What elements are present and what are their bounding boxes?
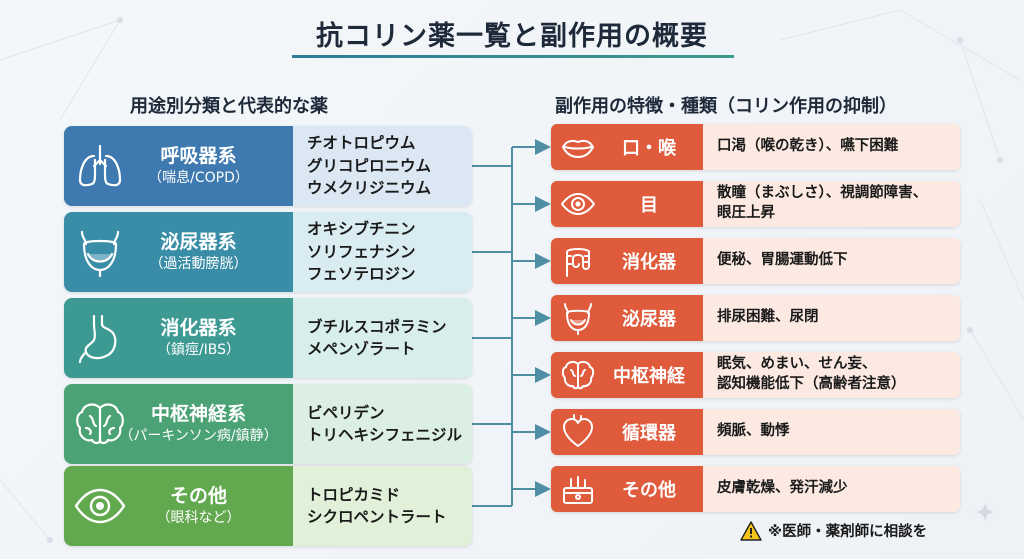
category-label: 中枢神経系 （パーキンソン病/鎮静） [64,384,293,464]
side-effect-category: 消化器 [551,238,703,284]
drug-list: チオトロピウム グリコピロニウム ウメクリジニウム [293,126,472,206]
side-effect-name: 目 [640,195,658,216]
drug-list: ビペリデン トリヘキシフェニジル [293,384,472,464]
side-effect-category: 口・喉 [551,124,703,170]
warning-icon [740,520,762,541]
side-effect-text: 排尿困難、尿閉 [717,309,819,326]
category-row-other: その他 （眼科など） トロピカミド シクロペントラート [64,466,472,546]
category-label: 泌尿器系 （過活動膀胱） [64,212,293,292]
drug-list: オキシブチニン ソリフェナシン フェソテロジン [293,212,472,292]
side-effect-category: 中枢神経 [551,352,703,398]
category-sub: （喘息/COPD） [148,170,249,187]
side-effect-name: 循環器 [622,423,676,444]
drug-name: ソリフェナシン [307,242,416,261]
category-name: 呼吸器系 [160,144,237,167]
drug-name: ビペリデン [307,403,385,422]
category-row-urinary: 泌尿器系 （過活動膀胱） オキシブチニン ソリフェナシン フェソテロジン [64,212,472,292]
side-effect-text: 眠気、めまい、せん妄、 [717,356,877,373]
side-effect-category: 目 [551,181,703,227]
drug-name: チオトロピウム [307,134,416,153]
intestine-icon [566,248,590,277]
drug-name: フェソテロジン [307,265,416,284]
drug-list: トロピカミド シクロペントラート [293,466,472,546]
drug-name: トリヘキシフェニジル [307,426,463,444]
brain-icon [561,360,595,390]
note-text: ※医師・薬剤師に相談を [768,524,928,540]
category-label: 呼吸器系 （喘息/COPD） [64,126,293,206]
right-section-heading: 副作用の特徴・種類（コリン作用の抑制） [555,96,897,117]
side-effect-description: 皮膚乾燥、発汗減少 [703,466,960,512]
side-effect-text: 皮膚乾燥、発汗減少 [717,480,848,497]
side-effect-name: その他 [622,480,676,501]
side-effect-text: 便秘、胃腸運動低下 [717,252,848,269]
side-effect-row-urinary: 泌尿器 排尿困難、尿閉 [551,295,960,341]
category-name: その他 [169,484,227,507]
side-effect-description: 眠気、めまい、せん妄、 認知機能低下（高齢者注意） [703,352,960,398]
bladder-icon [564,303,592,335]
side-effect-name: 消化器 [622,252,676,273]
drug-list: ブチルスコポラミン メペンゾラート [293,298,472,378]
category-name: 消化器系 [160,316,237,339]
side-effect-text: 認知機能低下（高齢者注意） [717,376,906,392]
side-effect-name: 泌尿器 [622,309,676,330]
side-effect-description: 頻脈、動悸 [703,409,960,455]
page-title: 抗コリン薬一覧と副作用の概要 [316,21,708,52]
drug-name: ウメクリジニウム [307,179,432,198]
side-effect-text: 散瞳（まぶしさ）、視調節障害、 [717,185,928,202]
side-effect-row-cardio: 循環器 頻脈、動悸 [551,409,960,455]
brain-icon [76,403,124,445]
side-effect-category: その他 [551,466,703,512]
mouth-icon [562,139,594,158]
side-effect-text: 眼圧上昇 [717,205,775,221]
eye-icon [74,488,126,524]
lungs-icon [78,144,122,187]
side-effect-row-mouth: 口・喉 口渇（喉の乾き）、嚥下困難 [551,124,960,170]
drug-name: トロピカミド [307,485,401,504]
category-row-respiratory: 呼吸器系 （喘息/COPD） チオトロピウム グリコピロニウム ウメクリジニウム [64,126,472,206]
drug-name: ブチルスコポラミン [307,317,447,336]
side-effect-description: 排尿困難、尿閉 [703,295,960,341]
eye-icon [561,193,595,215]
side-effect-description: 散瞳（まぶしさ）、視調節障害、 眼圧上昇 [703,181,960,227]
drug-name: グリコピロニウム [307,156,432,175]
side-effect-text: 頻脈、動悸 [717,423,790,440]
side-effect-row-eye: 目 散瞳（まぶしさ）、視調節障害、 眼圧上昇 [551,181,960,227]
heart-icon [563,414,593,447]
category-row-digestive: 消化器系 （鎮痙/IBS） ブチルスコポラミン メペンゾラート [64,298,472,378]
category-sub: （過活動膀胱） [149,256,248,273]
left-section-heading: 用途別分類と代表的な薬 [130,96,328,117]
category-sub: （パーキンソン病/鎮静） [119,428,278,445]
category-row-cns: 中枢神経系 （パーキンソン病/鎮静） ビペリデン トリヘキシフェニジル [64,384,472,464]
category-sub: （眼科など） [156,510,241,527]
side-effect-category: 泌尿器 [551,295,703,341]
side-effect-text: 口渇（喉の乾き）、嚥下困難 [717,138,899,155]
side-effect-row-cns: 中枢神経 眠気、めまい、せん妄、 認知機能低下（高齢者注意） [551,352,960,398]
category-name: 泌尿器系 [160,230,237,253]
side-effect-name: 中枢神経 [613,366,685,387]
drug-name: シクロペントラート [307,508,447,526]
side-effect-category: 循環器 [551,409,703,455]
category-label: 消化器系 （鎮痙/IBS） [64,298,293,378]
category-sub: （鎮痙/IBS） [156,342,241,359]
sparkle-icon [975,502,995,522]
side-effect-row-other: その他 皮膚乾燥、発汗減少 [551,466,960,512]
category-name: 中枢神経系 [150,402,246,425]
category-label: その他 （眼科など） [64,466,293,546]
side-effect-row-digestive: 消化器 便秘、胃腸運動低下 [551,238,960,284]
side-effect-description: 口渇（喉の乾き）、嚥下困難 [703,124,960,170]
consult-note: ※医師・薬剤師に相談を [740,520,927,541]
skin-icon [563,476,593,504]
bladder-icon [80,230,120,278]
side-effect-name: 口・喉 [622,138,676,159]
drug-name: メペンゾラート [307,340,416,358]
title-underline [292,55,734,58]
stomach-icon [78,314,117,364]
drug-name: オキシブチニン [307,220,416,239]
side-effect-description: 便秘、胃腸運動低下 [703,238,960,284]
